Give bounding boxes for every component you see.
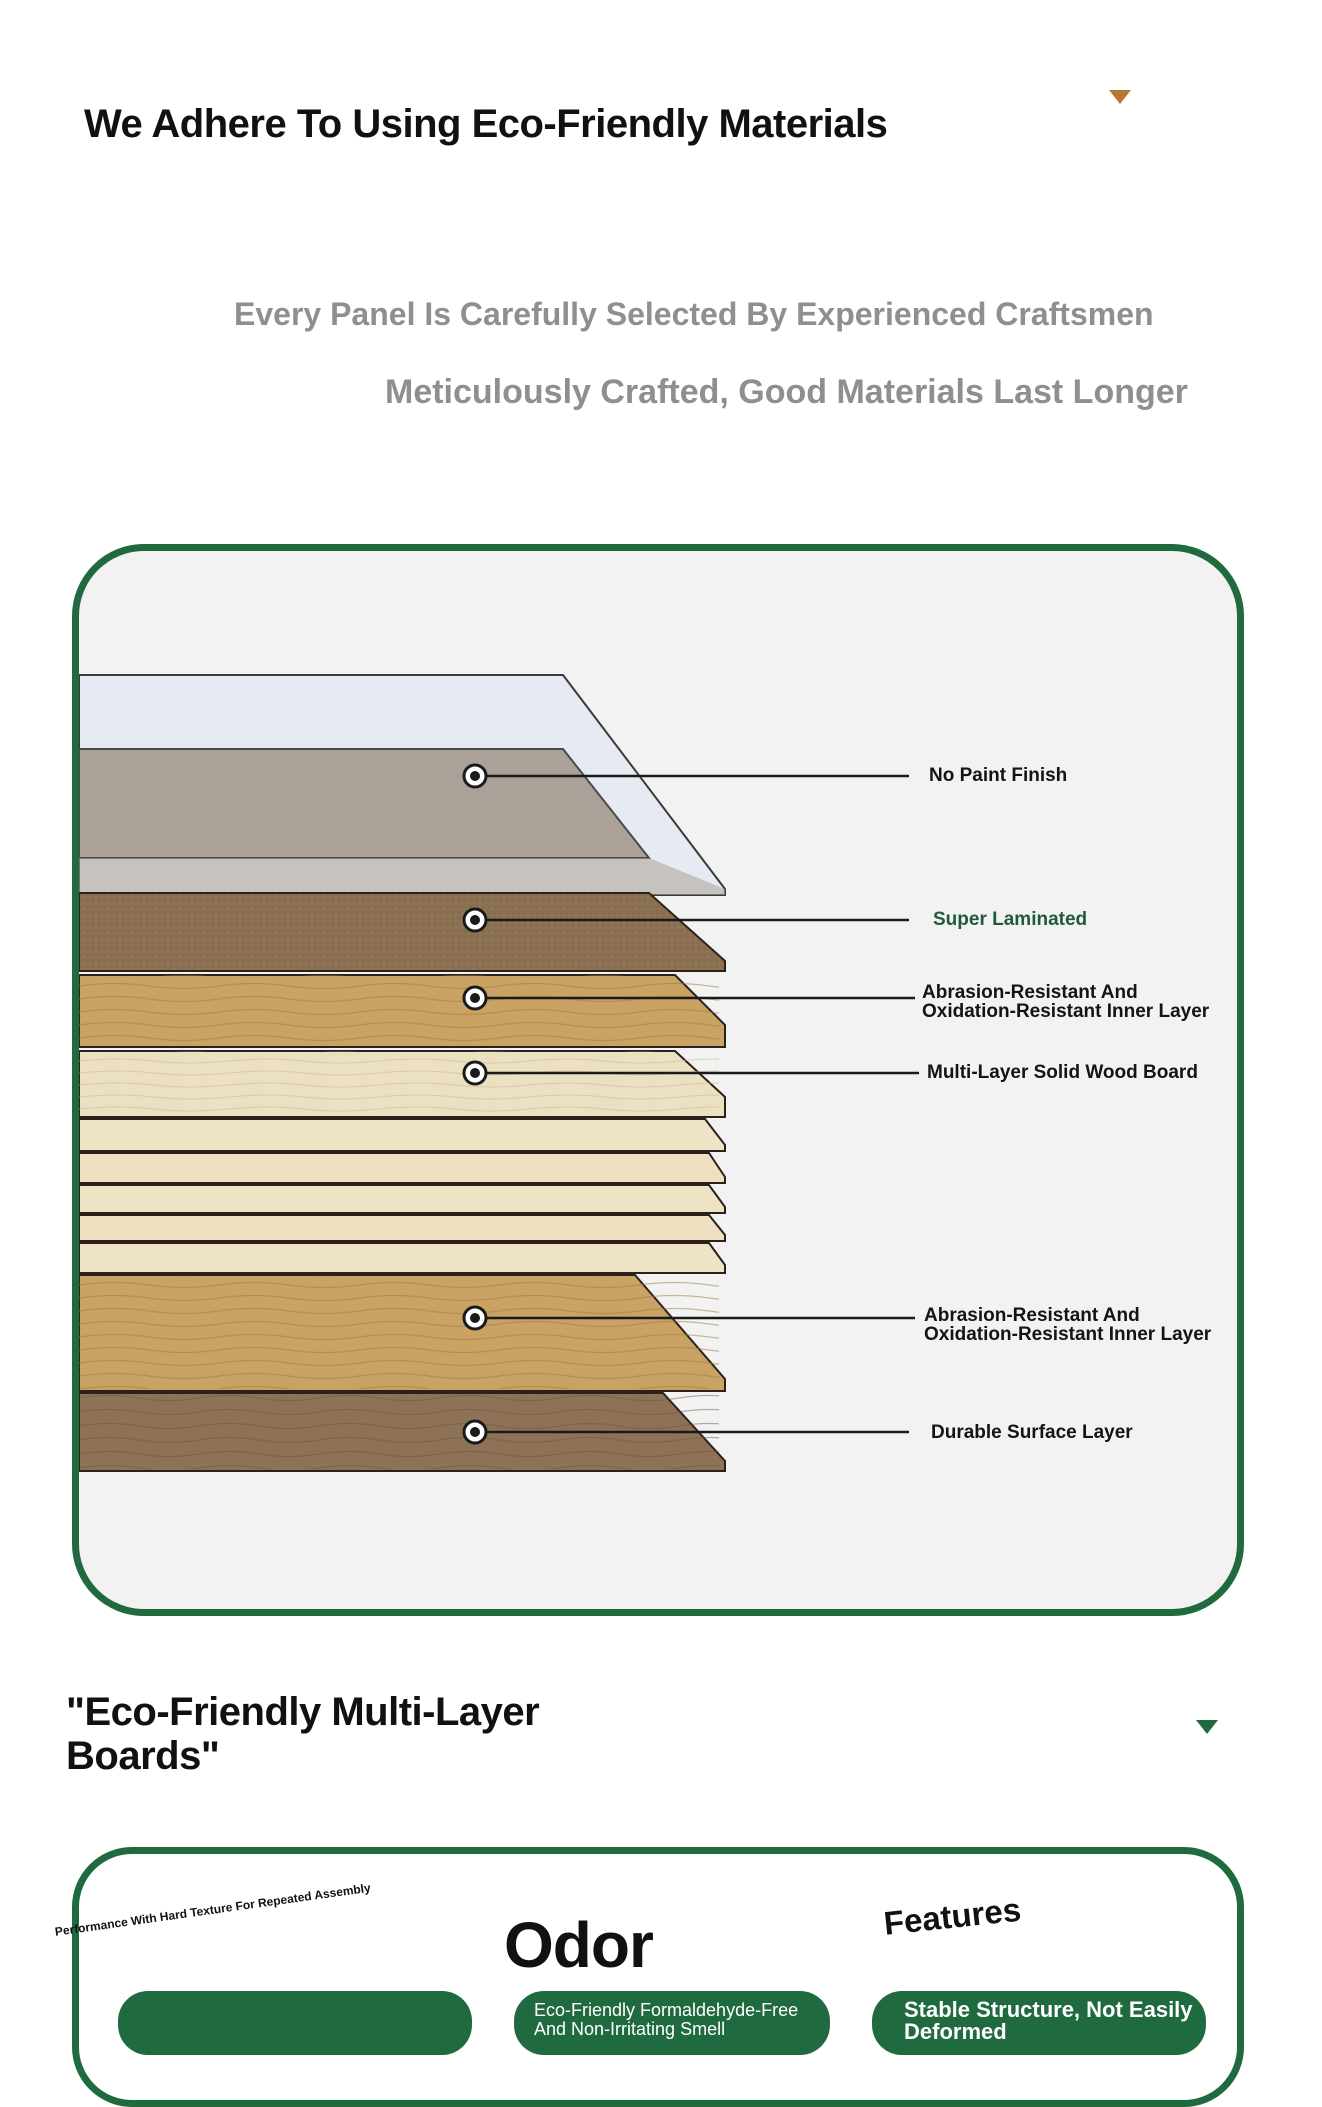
layer-solid-wood-4 — [79, 1184, 726, 1214]
target-marker-icon — [462, 907, 488, 933]
target-marker-icon — [462, 1419, 488, 1445]
label-inner-layer-bottom: Abrasion-Resistant And Oxidation-Resista… — [924, 1305, 1212, 1345]
target-marker-icon — [462, 763, 488, 789]
layer-solid-wood-2 — [79, 1118, 726, 1152]
board-layers-illustration — [79, 674, 919, 1472]
label-no-paint-finish: No Paint Finish — [929, 765, 1068, 786]
odor-title: Odor — [504, 1909, 654, 1981]
target-marker-icon — [462, 985, 488, 1011]
layer-solid-wood-3 — [79, 1152, 726, 1184]
subtitle-line-1: Every Panel Is Carefully Selected By Exp… — [234, 296, 1154, 332]
layer-super-laminated-texture — [79, 893, 725, 971]
label-super-laminated: Super Laminated — [933, 909, 1088, 930]
label-inner-layer-top: Abrasion-Resistant And Oxidation-Resista… — [922, 982, 1210, 1022]
layer-no-paint — [79, 748, 652, 859]
target-marker-icon — [462, 1305, 488, 1331]
label-multi-layer-solid-wood: Multi-Layer Solid Wood Board — [927, 1062, 1198, 1083]
layer-no-paint-overlap — [79, 858, 725, 895]
feature-pill-1 — [118, 1991, 472, 2055]
triangle-down-icon[interactable] — [1109, 90, 1131, 104]
layer-solid-wood-1-grain — [79, 1051, 719, 1115]
feature-pill-odor: Eco-Friendly Formaldehyde-Free And Non-I… — [514, 1991, 830, 2055]
target-marker-icon — [462, 1060, 488, 1086]
layer-diagram-panel: No Paint Finish Super Laminated Abrasion… — [72, 544, 1244, 1616]
feature-pill-structure: Stable Structure, Not Easily Deformed — [872, 1991, 1206, 2055]
subtitle-line-2: Meticulously Crafted, Good Materials Las… — [385, 373, 1188, 411]
layer-solid-wood-6 — [79, 1242, 726, 1274]
layer-solid-wood-5 — [79, 1214, 726, 1242]
label-durable-surface: Durable Surface Layer — [931, 1422, 1133, 1443]
layer-inner-bottom-grain — [79, 1275, 719, 1389]
layer-inner-top-grain — [79, 975, 719, 1045]
features-panel — [72, 1847, 1244, 2107]
page-title: We Adhere To Using Eco-Friendly Material… — [84, 102, 888, 146]
triangle-down-icon[interactable] — [1196, 1720, 1218, 1734]
section-heading-boards: "Eco-Friendly Multi-Layer Boards" — [66, 1690, 540, 1778]
